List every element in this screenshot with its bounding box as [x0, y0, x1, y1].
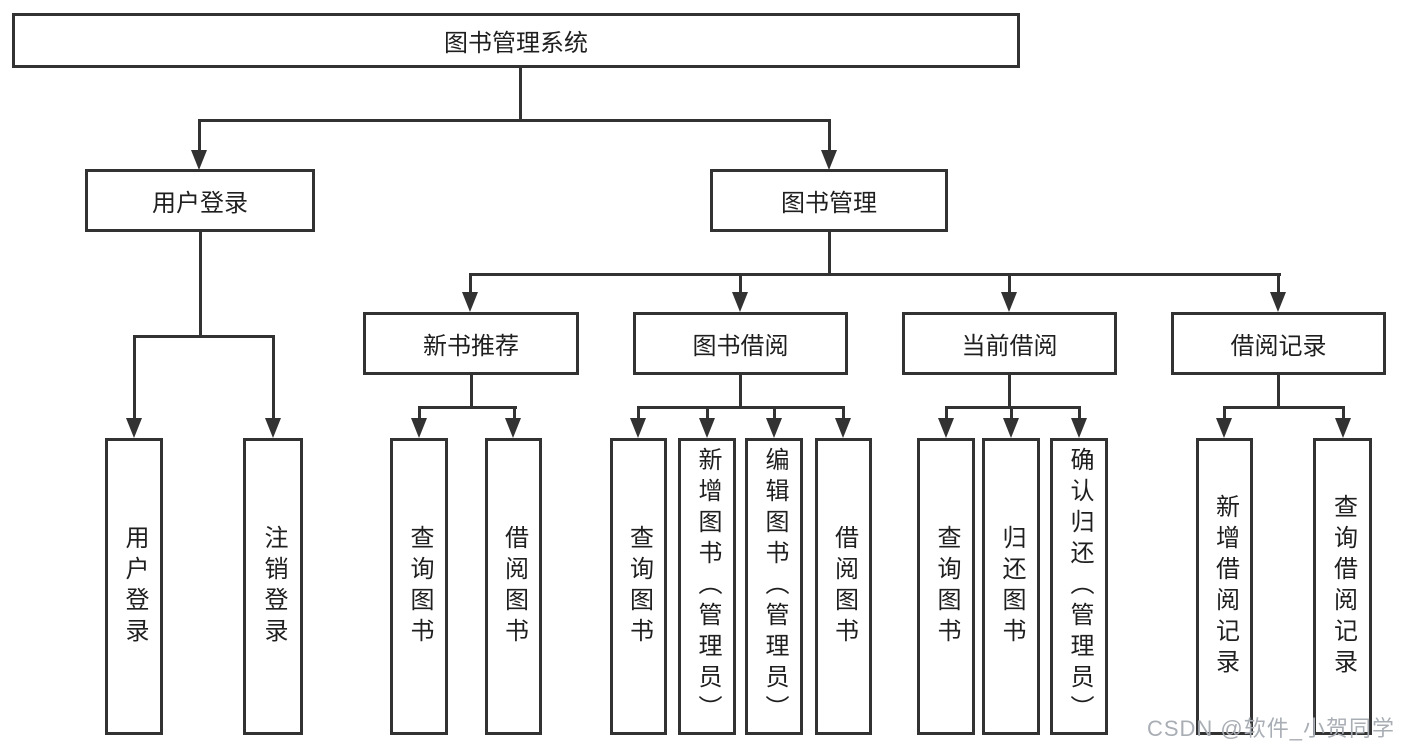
arrow-down-icon: [699, 418, 715, 438]
arrow-down-icon: [1270, 292, 1286, 312]
leaf-label: 新增图书（管理员）: [694, 447, 721, 726]
leaf-query-books-borrowing: 查询图书: [610, 438, 667, 735]
arrow-down-icon: [821, 150, 837, 170]
leaf-query-books-recommend: 查询图书: [390, 438, 448, 735]
leaf-label: 查询图书: [406, 524, 433, 649]
connector: [828, 231, 831, 275]
leaf-label: 确认归还（管理员）: [1066, 447, 1093, 726]
leaf-add-book-admin: 新增图书（管理员）: [678, 438, 736, 735]
connector: [637, 406, 640, 420]
connector: [945, 406, 1081, 409]
leaf-label: 借阅图书: [500, 524, 528, 649]
arrow-down-icon: [1335, 418, 1351, 438]
leaf-logout: 注销登录: [243, 438, 303, 735]
node-new-book-recommend: 新书推荐: [363, 312, 579, 375]
leaf-label: 注销登录: [260, 524, 287, 649]
connector: [1010, 406, 1013, 420]
arrow-down-icon: [630, 418, 646, 438]
connector: [1277, 273, 1280, 294]
connector: [199, 231, 202, 337]
connector: [828, 119, 831, 152]
node-library-system: 图书管理系统: [12, 13, 1020, 68]
arrow-down-icon: [732, 292, 748, 312]
connector: [418, 406, 421, 420]
node-book-borrowing: 图书借阅: [633, 312, 848, 375]
leaf-label: 编辑图书（管理员）: [761, 447, 788, 726]
leaf-query-borrow-record: 查询借阅记录: [1313, 438, 1372, 735]
connector: [1078, 406, 1081, 420]
connector: [1223, 406, 1226, 420]
arrow-down-icon: [191, 150, 207, 170]
leaf-query-books-current: 查询图书: [917, 438, 975, 735]
connector: [519, 67, 522, 122]
connector: [198, 119, 831, 122]
connector: [198, 119, 201, 152]
connector: [1008, 273, 1011, 294]
connector: [637, 406, 845, 409]
leaf-borrow-books-recommend: 借阅图书: [485, 438, 542, 735]
leaf-label: 查询借阅记录: [1329, 493, 1357, 680]
arrow-down-icon: [835, 418, 851, 438]
arrow-down-icon: [1216, 418, 1232, 438]
connector: [133, 335, 275, 338]
arrow-down-icon: [938, 418, 954, 438]
leaf-label: 归还图书: [998, 524, 1025, 649]
arrow-down-icon: [1001, 292, 1017, 312]
connector: [842, 406, 845, 420]
node-user-login-branch: 用户登录: [85, 169, 315, 232]
connector: [706, 406, 709, 420]
leaf-edit-book-admin: 编辑图书（管理员）: [745, 438, 803, 735]
connector: [945, 406, 948, 420]
arrow-down-icon: [462, 292, 478, 312]
leaf-user-login: 用户登录: [105, 438, 163, 735]
connector: [1008, 375, 1011, 408]
arrow-down-icon: [126, 418, 142, 438]
leaf-label: 查询图书: [625, 524, 653, 649]
node-book-management-branch: 图书管理: [710, 169, 948, 232]
connector: [773, 406, 776, 420]
leaf-return-book: 归还图书: [982, 438, 1040, 735]
connector: [272, 335, 275, 420]
connector: [513, 406, 516, 420]
connector: [133, 335, 136, 420]
arrow-down-icon: [265, 418, 281, 438]
leaf-label: 查询图书: [933, 524, 960, 649]
leaf-label: 新增借阅记录: [1211, 493, 1239, 680]
connector: [418, 406, 517, 409]
leaf-borrow-books-borrowing: 借阅图书: [815, 438, 872, 735]
node-borrow-records: 借阅记录: [1171, 312, 1386, 375]
arrow-down-icon: [505, 418, 521, 438]
connector: [469, 273, 472, 294]
connector: [469, 273, 1281, 276]
arrow-down-icon: [411, 418, 427, 438]
connector: [470, 375, 473, 408]
csdn-watermark: CSDN @软件_小贺同学: [1146, 716, 1395, 741]
node-current-borrowing: 当前借阅: [902, 312, 1117, 375]
leaf-add-borrow-record: 新增借阅记录: [1196, 438, 1253, 735]
connector: [1277, 375, 1280, 408]
leaf-label: 用户登录: [121, 524, 148, 649]
leaf-confirm-return-admin: 确认归还（管理员）: [1050, 438, 1108, 735]
leaf-label: 借阅图书: [830, 524, 858, 649]
arrow-down-icon: [1071, 418, 1087, 438]
connector: [1342, 406, 1345, 420]
connector: [739, 273, 742, 294]
connector: [739, 375, 742, 408]
connector: [1223, 406, 1345, 409]
arrow-down-icon: [1003, 418, 1019, 438]
arrow-down-icon: [766, 418, 782, 438]
